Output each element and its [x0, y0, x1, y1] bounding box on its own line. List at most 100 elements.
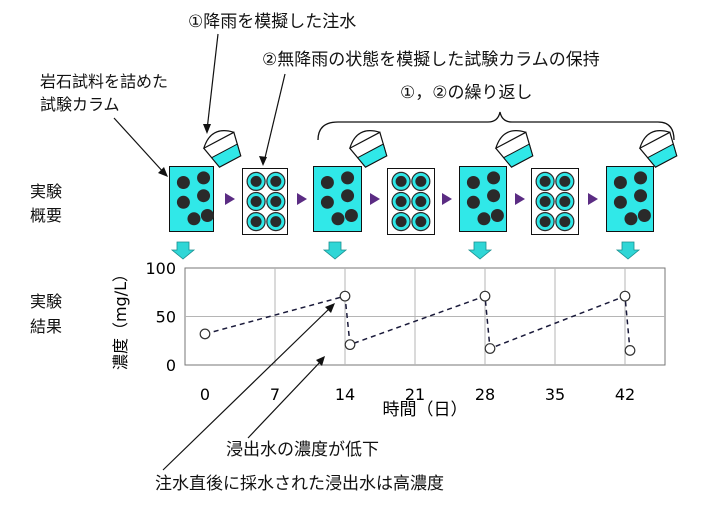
rock-sample: [559, 196, 571, 207]
rock-sample: [270, 216, 282, 228]
data-point: [339, 290, 351, 302]
rock-sample: [344, 209, 358, 222]
rock-sample: [415, 216, 427, 228]
watering-bucket-icon: [494, 130, 534, 168]
sampling-arrow-icon: [467, 241, 493, 260]
flow-arrow-icon: [370, 193, 380, 205]
rock-sample: [250, 175, 262, 187]
rock-sample: [250, 196, 262, 207]
x-tick-label: 42: [615, 385, 635, 404]
overview-label-line2: 概要: [30, 206, 63, 225]
flow-arrow-icon: [588, 193, 598, 205]
rock-sample: [539, 175, 551, 187]
dry-pointer-head: [259, 156, 267, 166]
rock-sample: [197, 189, 211, 203]
column-pointer-head: [158, 167, 168, 177]
rock-sample: [270, 175, 282, 187]
flow-arrow-icon: [515, 193, 525, 205]
rock-sample: [634, 189, 648, 203]
rock-sample: [539, 196, 551, 207]
y-tick-label: 0: [166, 356, 176, 375]
rock-sample: [197, 171, 211, 185]
watering-bucket-icon: [348, 130, 388, 168]
chart-series: [199, 290, 636, 356]
rain-pointer-head: [203, 124, 211, 134]
x-tick-label: 21: [405, 385, 425, 404]
high-concentration-annotation: 注水直後に採水された浸出水は高濃度: [155, 474, 444, 494]
high-pointer-line: [162, 306, 332, 471]
rock-sample: [539, 216, 551, 228]
chart-grid: [185, 268, 665, 365]
y-tick-label: 100: [145, 259, 176, 278]
data-point: [619, 290, 631, 302]
rock-sample: [466, 176, 480, 189]
data-point: [199, 328, 211, 340]
data-point: [479, 290, 491, 302]
flow-arrow-icon: [442, 193, 452, 205]
dry-pointer-line: [263, 73, 286, 163]
rock-sample: [415, 175, 427, 187]
rock-sample: [559, 216, 571, 228]
rock-sample: [331, 212, 345, 226]
dry-annotation: ②無降雨の状態を模擬した試験カラムの保持: [262, 50, 600, 70]
rock-sample: [341, 189, 355, 203]
rock-sample: [637, 209, 651, 222]
data-point: [344, 339, 356, 351]
rock-sample: [466, 195, 480, 209]
rock-sample: [176, 195, 190, 209]
rain-pointer-line: [206, 33, 219, 131]
concentration-chart: 0 7 14 21 28 35 42 0 50 100 時間（日） 濃度（mg/L）: [111, 259, 666, 420]
watering-bucket-icon: [202, 130, 242, 168]
low-pointer-head: [316, 356, 325, 366]
rock-sample: [490, 209, 504, 222]
rock-sample: [395, 216, 407, 228]
column-annotation-line1: 岩石試料を詰めた: [40, 72, 169, 91]
data-point: [484, 343, 496, 354]
flow-arrows: [225, 193, 598, 205]
rock-sample: [250, 216, 262, 228]
rain-annotation: ①降雨を模擬した注水: [188, 12, 357, 32]
x-tick-label: 0: [200, 385, 210, 404]
data-point: [624, 345, 636, 356]
rock-sample: [270, 196, 282, 207]
rock-sample: [613, 176, 627, 189]
y-axis-label: 濃度（mg/L）: [111, 266, 130, 370]
rock-sample: [176, 176, 190, 189]
flow-arrow-icon: [297, 193, 307, 205]
low-pointer-line: [247, 359, 323, 439]
sampling-arrow-icon: [170, 241, 196, 260]
overview-label-line1: 実験: [30, 182, 63, 201]
x-tick-label: 28: [475, 385, 495, 404]
rock-sample: [624, 212, 638, 226]
sampling-arrows: [170, 241, 641, 260]
rock-sample: [187, 212, 201, 226]
sampling-arrow-icon: [322, 241, 348, 260]
rock-sample: [320, 195, 334, 209]
x-axis-label: 時間（日）: [383, 400, 468, 420]
high-pointer-head: [325, 303, 335, 313]
watering-buckets: [202, 130, 678, 168]
rock-sample: [477, 212, 491, 226]
rock-sample: [320, 176, 334, 189]
low-concentration-annotation: 浸出水の濃度が低下: [226, 440, 379, 460]
rock-sample: [634, 171, 648, 185]
watering-bucket-icon: [638, 130, 678, 168]
rock-samples: [176, 171, 651, 232]
x-tick-label: 7: [270, 385, 280, 404]
x-tick-label: 35: [545, 385, 565, 404]
rock-sample: [200, 209, 214, 222]
flow-arrow-icon: [225, 193, 235, 205]
x-tick-labels: 0 7 14 21 28 35 42: [200, 385, 635, 404]
result-label-line1: 実験: [30, 292, 63, 311]
rock-sample: [487, 171, 501, 185]
rock-sample: [613, 195, 627, 209]
rock-sample: [487, 189, 501, 203]
sampling-arrow-icon: [615, 241, 641, 260]
y-tick-label: 50: [156, 308, 176, 327]
rock-sample: [415, 196, 427, 207]
column-annotation-line2: 試験カラム: [40, 95, 120, 114]
rock-sample: [395, 196, 407, 207]
rock-sample: [395, 175, 407, 187]
x-tick-label: 14: [335, 385, 355, 404]
